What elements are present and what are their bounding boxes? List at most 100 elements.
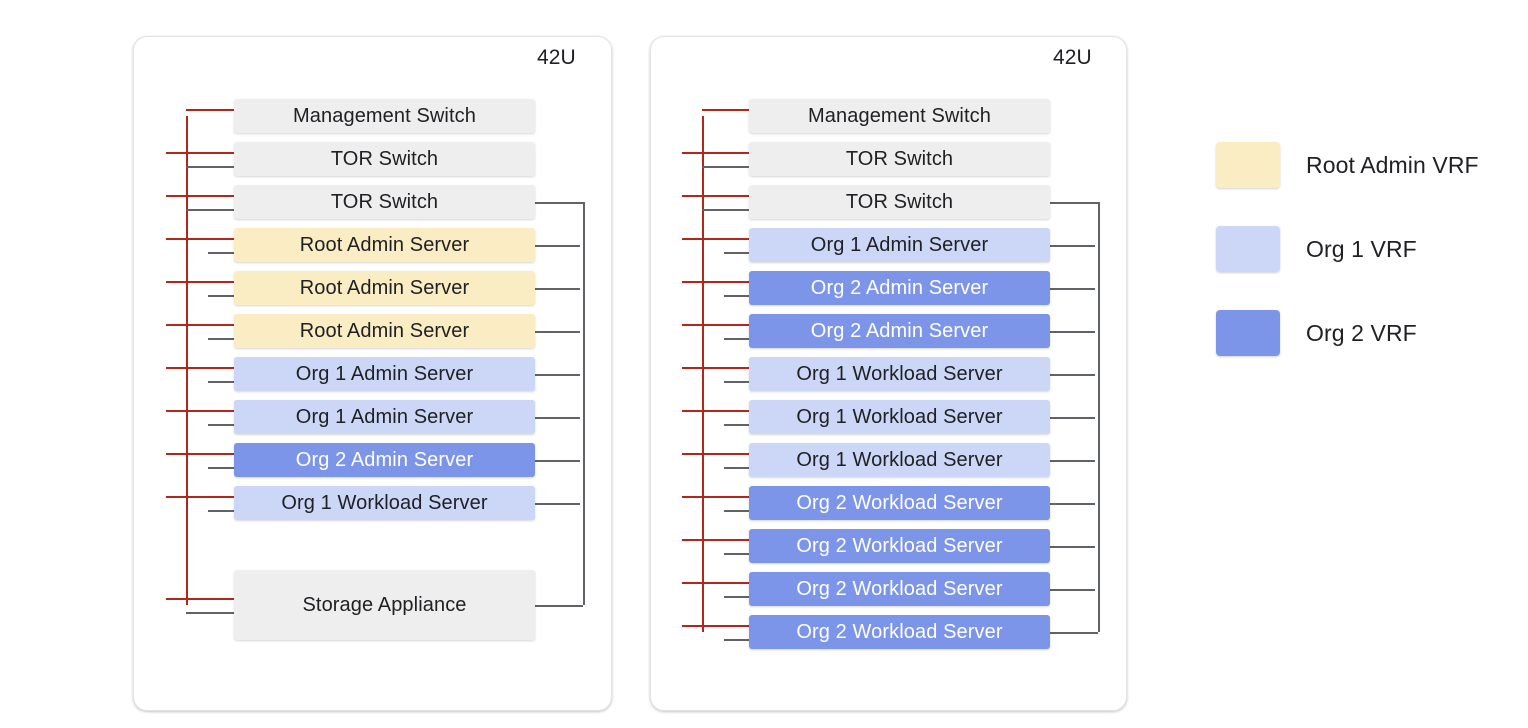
data-link-right <box>1050 374 1095 376</box>
power-link <box>682 496 749 498</box>
rack-unit-label: Org 2 Workload Server <box>796 491 1003 514</box>
data-link-right <box>1050 460 1095 462</box>
power-link <box>166 281 234 283</box>
rack-unit[interactable]: Org 1 Workload Server <box>749 400 1050 434</box>
power-link <box>166 598 234 600</box>
data-link-right <box>1050 503 1095 505</box>
rack-unit[interactable]: Org 1 Workload Server <box>749 443 1050 477</box>
legend-item: Root Admin VRF <box>1216 142 1479 188</box>
data-link-right <box>535 288 580 290</box>
legend-item: Org 2 VRF <box>1216 310 1417 356</box>
data-link-left <box>208 424 234 426</box>
power-link <box>166 195 234 197</box>
rack-unit[interactable]: Org 2 Admin Server <box>234 443 535 477</box>
power-link <box>682 324 749 326</box>
rack-unit[interactable]: Org 1 Workload Server <box>234 486 535 520</box>
rack-unit-label: Org 1 Admin Server <box>295 362 474 385</box>
legend-item: Org 1 VRF <box>1216 226 1417 272</box>
rack-unit-label: Org 2 Workload Server <box>796 620 1003 643</box>
data-link-left <box>208 381 234 383</box>
rack-unit-label: Storage Appliance <box>302 593 467 616</box>
rack-capacity-label: 42U <box>1053 46 1092 69</box>
power-link <box>186 109 234 111</box>
rack-unit-label: Management Switch <box>808 104 991 127</box>
rack-unit[interactable]: Storage Appliance <box>234 570 535 640</box>
rack-unit-label: TOR Switch <box>330 190 439 213</box>
data-link-left <box>724 553 749 555</box>
rack-unit[interactable]: Org 1 Admin Server <box>749 228 1050 262</box>
rack-unit-label: Org 1 Workload Server <box>796 405 1003 428</box>
rack-unit[interactable]: Org 2 Workload Server <box>749 615 1050 649</box>
rack-unit[interactable]: Org 1 Admin Server <box>234 357 535 391</box>
power-link <box>682 410 749 412</box>
data-link-right <box>1050 245 1095 247</box>
rack-unit-label: Root Admin Server <box>299 233 470 256</box>
power-link <box>682 453 749 455</box>
power-link <box>682 195 749 197</box>
rack-unit-label: TOR Switch <box>330 147 439 170</box>
rack-unit-label: Root Admin Server <box>299 319 470 342</box>
legend-swatch-root-icon <box>1216 142 1280 188</box>
rack-unit-label: Org 2 Workload Server <box>796 577 1003 600</box>
power-link <box>682 582 749 584</box>
data-link-right <box>1050 417 1095 419</box>
power-link <box>682 367 749 369</box>
data-link-right <box>1050 632 1095 634</box>
power-link <box>166 410 234 412</box>
rack-unit[interactable]: Management Switch <box>749 99 1050 133</box>
data-link-right <box>535 460 580 462</box>
data-link-left <box>702 209 749 211</box>
data-link-left <box>208 295 234 297</box>
data-link-left <box>208 467 234 469</box>
data-link-right <box>1050 546 1095 548</box>
data-link-left <box>724 252 749 254</box>
data-link-left <box>724 295 749 297</box>
rack-unit-label: TOR Switch <box>845 190 954 213</box>
power-link <box>166 152 234 154</box>
rack-unit-label: Management Switch <box>293 104 476 127</box>
power-link <box>682 539 749 541</box>
data-link-left <box>186 612 234 614</box>
rack-unit[interactable]: Management Switch <box>234 99 535 133</box>
legend-label: Org 1 VRF <box>1306 235 1417 262</box>
data-link-left <box>724 639 749 641</box>
rack-unit-label: Org 2 Workload Server <box>796 534 1003 557</box>
legend-label: Org 2 VRF <box>1306 319 1417 346</box>
power-bus-trunk <box>702 116 704 632</box>
data-link-left <box>702 166 749 168</box>
rack-unit[interactable]: Root Admin Server <box>234 314 535 348</box>
rack-unit-label: Root Admin Server <box>299 276 470 299</box>
data-link-right <box>1050 331 1095 333</box>
rack-unit[interactable]: TOR Switch <box>749 142 1050 176</box>
rack-unit[interactable]: Org 2 Admin Server <box>749 271 1050 305</box>
data-link-right <box>535 374 580 376</box>
data-link-left <box>208 510 234 512</box>
data-link-tor <box>535 202 583 204</box>
rack-unit[interactable]: Root Admin Server <box>234 271 535 305</box>
rack-unit[interactable]: Org 2 Admin Server <box>749 314 1050 348</box>
rack-unit[interactable]: TOR Switch <box>234 185 535 219</box>
rack-unit[interactable]: TOR Switch <box>749 185 1050 219</box>
data-link-right <box>535 503 580 505</box>
rack-unit[interactable]: Org 1 Admin Server <box>234 400 535 434</box>
rack-unit[interactable]: Org 2 Workload Server <box>749 572 1050 606</box>
power-link <box>166 496 234 498</box>
data-trunk <box>583 202 585 605</box>
data-link-left <box>724 467 749 469</box>
data-link-right <box>535 331 580 333</box>
rack-unit[interactable]: Org 2 Workload Server <box>749 486 1050 520</box>
rack-unit[interactable]: TOR Switch <box>234 142 535 176</box>
legend-swatch-org2-icon <box>1216 310 1280 356</box>
rack-unit[interactable]: Root Admin Server <box>234 228 535 262</box>
data-link-left <box>724 596 749 598</box>
data-link-left <box>186 166 234 168</box>
rack-unit[interactable]: Org 1 Workload Server <box>749 357 1050 391</box>
power-bus-trunk <box>186 116 188 605</box>
rack-unit[interactable]: Org 2 Workload Server <box>749 529 1050 563</box>
data-trunk <box>1098 202 1100 632</box>
rack-unit-label: TOR Switch <box>845 147 954 170</box>
power-link <box>166 324 234 326</box>
power-link <box>702 109 749 111</box>
data-link-tor <box>1050 202 1098 204</box>
data-link-left <box>208 252 234 254</box>
